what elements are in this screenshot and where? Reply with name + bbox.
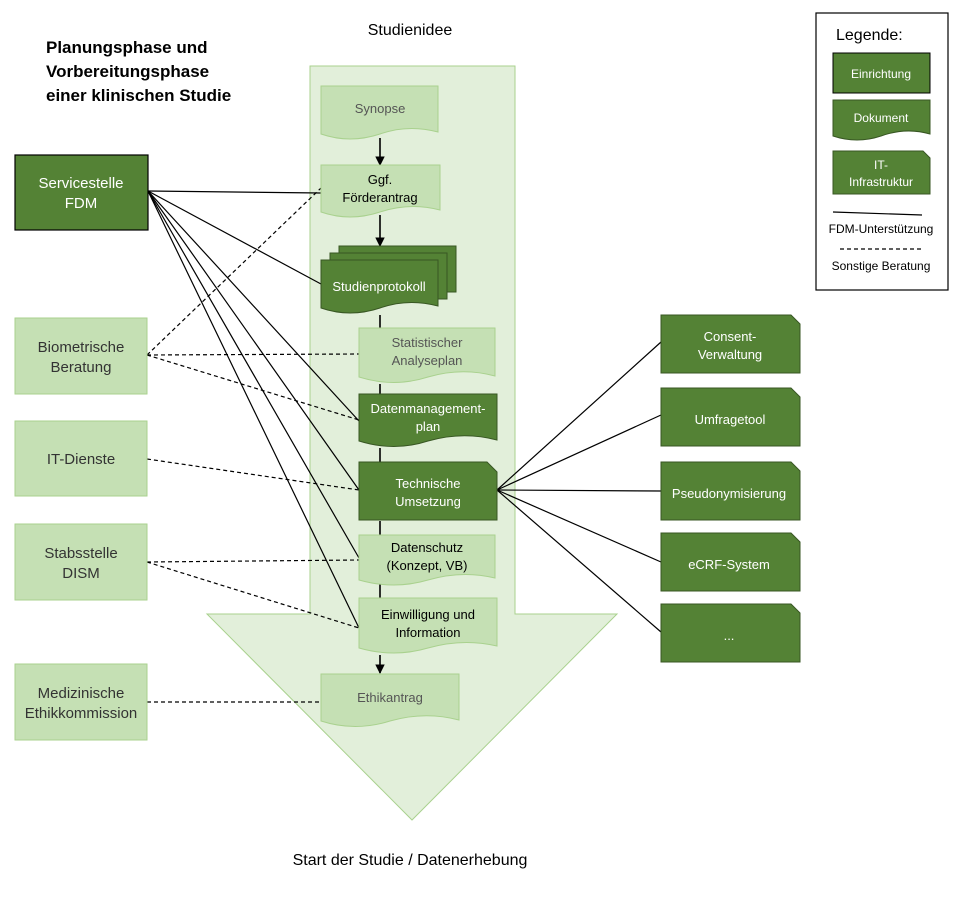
doc-label: Ethikantrag — [357, 690, 423, 705]
facility-biometrische-beratung: Biometrische Beratung — [14, 317, 148, 395]
facility-label: Biometrische — [38, 339, 125, 356]
it-label: Verwaltung — [698, 347, 762, 362]
it-technische-umsetzung: Technische Umsetzung — [358, 461, 498, 521]
facility-label: DISM — [62, 565, 100, 582]
legend: Legende: Einrichtung Dokument IT- Infras… — [815, 12, 949, 291]
it-label: Pseudonymisierung — [672, 486, 786, 501]
it-ecrf-system: eCRF-System — [660, 532, 801, 592]
legend-label: Infrastruktur — [849, 175, 913, 189]
doc-label: Ggf. — [368, 172, 393, 187]
facility-label: IT-Dienste — [47, 451, 115, 468]
it-label: Consent- — [704, 329, 757, 344]
it-more: ... — [660, 603, 801, 663]
facility-label: Stabsstelle — [44, 545, 117, 562]
it-label: eCRF-System — [688, 557, 770, 572]
title-line: einer klinischen Studie — [46, 86, 232, 105]
legend-label: Dokument — [854, 111, 909, 125]
doc-analyseplan: Statistischer Analyseplan — [358, 327, 496, 383]
flow-end-label: Start der Studie / Datenerhebung — [292, 852, 528, 869]
it-label: Umfragetool — [695, 412, 766, 427]
doc-label: Förderantrag — [342, 190, 417, 205]
doc-label: Technische — [395, 476, 460, 491]
legend-it-infrastruktur: IT- Infrastruktur — [832, 150, 931, 195]
doc-label: Synopse — [355, 101, 406, 116]
legend-label: Einrichtung — [851, 67, 911, 81]
legend-title: Legende: — [836, 27, 903, 44]
facility-servicestelle-fdm: Servicestelle FDM — [14, 154, 149, 231]
it-consent-verwaltung: Consent- Verwaltung — [660, 314, 801, 374]
doc-ethikantrag: Ethikantrag — [320, 673, 460, 727]
doc-label: Analyseplan — [392, 353, 463, 368]
doc-label: Umsetzung — [395, 494, 461, 509]
title-line: Vorbereitungsphase — [46, 62, 210, 81]
doc-label: Studienprotokoll — [332, 279, 425, 294]
legend-label: FDM-Unterstützung — [829, 222, 934, 236]
doc-label: (Konzept, VB) — [387, 558, 468, 573]
doc-label: Statistischer — [392, 335, 463, 350]
facility-label: Servicestelle — [38, 175, 123, 192]
legend-dokument: Dokument — [832, 99, 931, 141]
it-label: ... — [724, 628, 735, 643]
legend-solid-line — [832, 211, 923, 216]
doc-foerderantrag: Ggf. Förderantrag — [320, 164, 441, 218]
facility-label: Medizinische — [38, 685, 125, 702]
title-line: Planungsphase und — [46, 38, 208, 57]
facility-stabsstelle-dism: Stabsstelle DISM — [14, 523, 148, 601]
it-pseudonymisierung: Pseudonymisierung — [660, 461, 801, 521]
legend-einrichtung: Einrichtung — [832, 52, 931, 94]
facility-label: FDM — [65, 195, 98, 212]
doc-synopse: Synopse — [320, 85, 439, 140]
it-umfragetool: Umfragetool — [660, 387, 801, 447]
other-consult-lines — [146, 187, 360, 703]
doc-einwilligung: Einwilligung und Information — [358, 597, 498, 654]
doc-label: plan — [416, 419, 441, 434]
facility-label: Ethikkommission — [25, 705, 138, 722]
doc-label: Datenschutz — [391, 540, 463, 555]
doc-label: Information — [395, 625, 460, 640]
flow-start-label: Studienidee — [367, 22, 453, 39]
fdm-support-lines — [147, 190, 662, 633]
legend-label: IT- — [874, 158, 888, 172]
doc-label: Einwilligung und — [381, 607, 475, 622]
diagram-title: Planungsphase und Vorbereitungsphase ein… — [46, 36, 306, 108]
facility-it-dienste: IT-Dienste — [14, 420, 148, 497]
facility-ethikkommission: Medizinische Ethikkommission — [14, 663, 148, 741]
doc-studienprotokoll: Studienprotokoll — [320, 245, 457, 314]
doc-datenmanagementplan: Datenmanagement- plan — [358, 393, 498, 447]
legend-label: Sonstige Beratung — [832, 259, 931, 273]
doc-label: Datenmanagement- — [371, 401, 486, 416]
doc-datenschutz: Datenschutz (Konzept, VB) — [358, 534, 496, 586]
facility-label: Beratung — [51, 359, 112, 376]
